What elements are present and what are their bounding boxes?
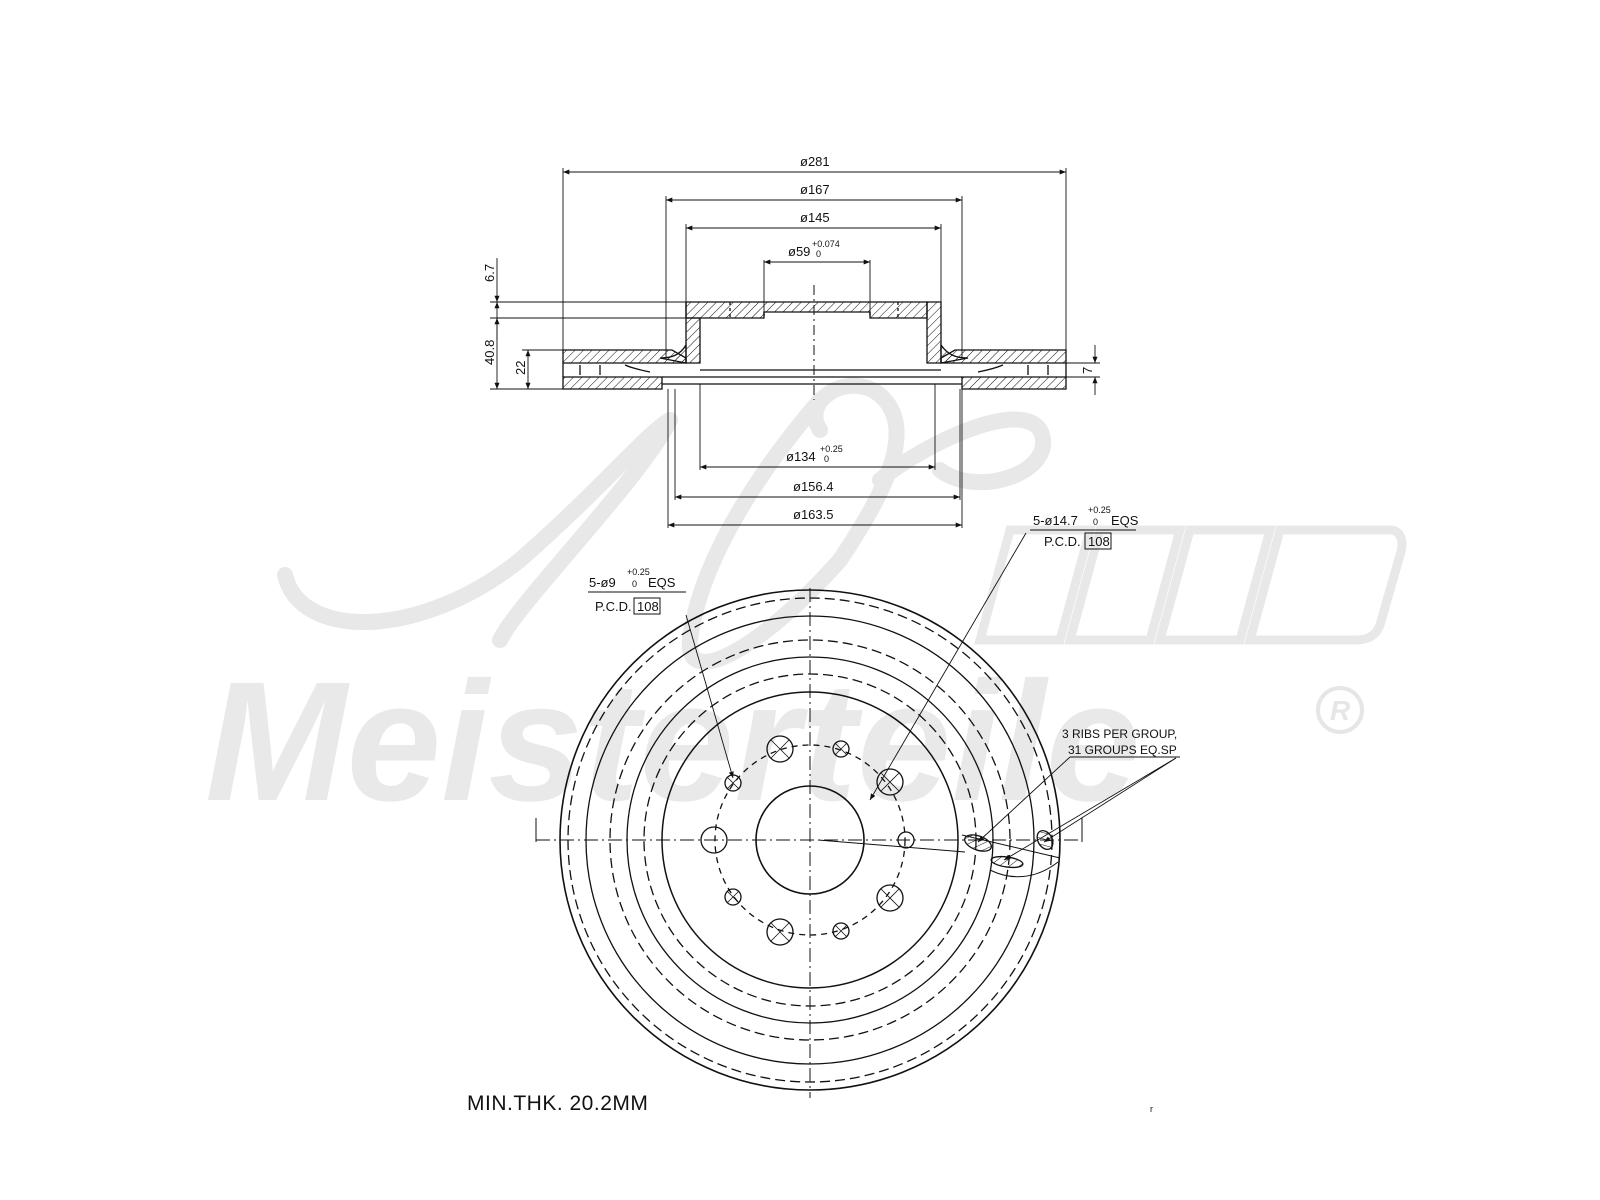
svg-text:31 GROUPS EQ.SP: 31 GROUPS EQ.SP	[1068, 743, 1177, 757]
svg-text:108: 108	[1088, 534, 1110, 549]
svg-text:108: 108	[637, 599, 659, 614]
pcd-circle	[714, 744, 906, 936]
dim-hub-face: ø134 +0.25 0	[786, 444, 843, 464]
side-view-labels: ø281 ø167 ø145 ø59 +0.074 0 ø134 +0.25 0…	[482, 154, 1095, 522]
small-hole	[832, 740, 850, 758]
svg-text:+0.25: +0.25	[1088, 505, 1111, 515]
svg-text:0: 0	[1093, 517, 1098, 527]
svg-text:ø59: ø59	[788, 244, 810, 259]
svg-text:3 RIBS PER GROUP,: 3 RIBS PER GROUP,	[1062, 727, 1177, 741]
svg-text:+0.25: +0.25	[820, 444, 843, 454]
small-bolt-holes	[724, 740, 915, 940]
dim-hat-inner-diameter: ø145	[800, 210, 830, 225]
svg-text:R: R	[1330, 695, 1351, 726]
svg-text:P.C.D.: P.C.D.	[1044, 534, 1081, 549]
hat-outer-edge	[661, 691, 959, 989]
dim-center-bore: ø59 +0.074 0	[788, 239, 840, 259]
large-hole	[876, 768, 904, 796]
svg-text:ø134: ø134	[786, 449, 816, 464]
svg-text:EQS: EQS	[1111, 513, 1139, 528]
corner-mark: r	[1150, 1104, 1153, 1114]
svg-text:5-ø9: 5-ø9	[589, 575, 616, 590]
svg-text:+0.074: +0.074	[812, 239, 840, 249]
svg-text:0: 0	[824, 454, 829, 464]
svg-text:0: 0	[632, 579, 637, 589]
large-hole	[876, 884, 904, 912]
center-bore	[755, 785, 865, 895]
large-hole	[700, 826, 728, 854]
svg-text:+0.25: +0.25	[627, 567, 650, 577]
large-bolt-holes	[700, 735, 904, 946]
small-hole	[897, 831, 915, 849]
dim-hat-thickness: 6.7	[482, 264, 497, 282]
svg-text:0: 0	[816, 249, 821, 259]
large-hole	[766, 735, 794, 763]
small-holes-callout: 5-ø9 +0.25 0 EQS P.C.D. 108	[589, 567, 676, 614]
large-hole	[766, 918, 794, 946]
dim-hat-outer-diameter: ø167	[800, 182, 830, 197]
disc-outer-edge	[559, 589, 1061, 1091]
small-hole	[724, 888, 742, 906]
front-view-labels: 5-ø9 +0.25 0 EQS P.C.D. 108 5-ø14.7 +0.2…	[589, 505, 1177, 757]
ribs-note: 3 RIBS PER GROUP, 31 GROUPS EQ.SP	[1062, 727, 1177, 757]
rib-detail	[817, 830, 1061, 878]
registered-mark: R	[1316, 686, 1364, 734]
svg-text:EQS: EQS	[648, 575, 676, 590]
dim-outer-diameter: ø281	[800, 154, 830, 169]
side-section-view	[490, 168, 1100, 528]
large-holes-callout: 5-ø14.7 +0.25 0 EQS P.C.D. 108	[1033, 505, 1139, 549]
dim-total-height: 40.8	[482, 340, 497, 365]
dim-disc-thickness: 22	[513, 361, 528, 375]
front-view	[535, 529, 1180, 1098]
small-hole	[832, 922, 850, 940]
min-thickness-note: MIN.THK. 20.2MM	[467, 1092, 648, 1115]
dim-inner-lip-diameter: ø156.4	[793, 479, 833, 494]
dim-hat-base-diameter: ø163.5	[793, 507, 833, 522]
svg-text:P.C.D.: P.C.D.	[595, 599, 632, 614]
svg-text:5-ø14.7: 5-ø14.7	[1033, 513, 1078, 528]
watermark-brand-text: Meisterteile	[205, 647, 1140, 837]
dim-rib-height: 7	[1080, 367, 1095, 374]
